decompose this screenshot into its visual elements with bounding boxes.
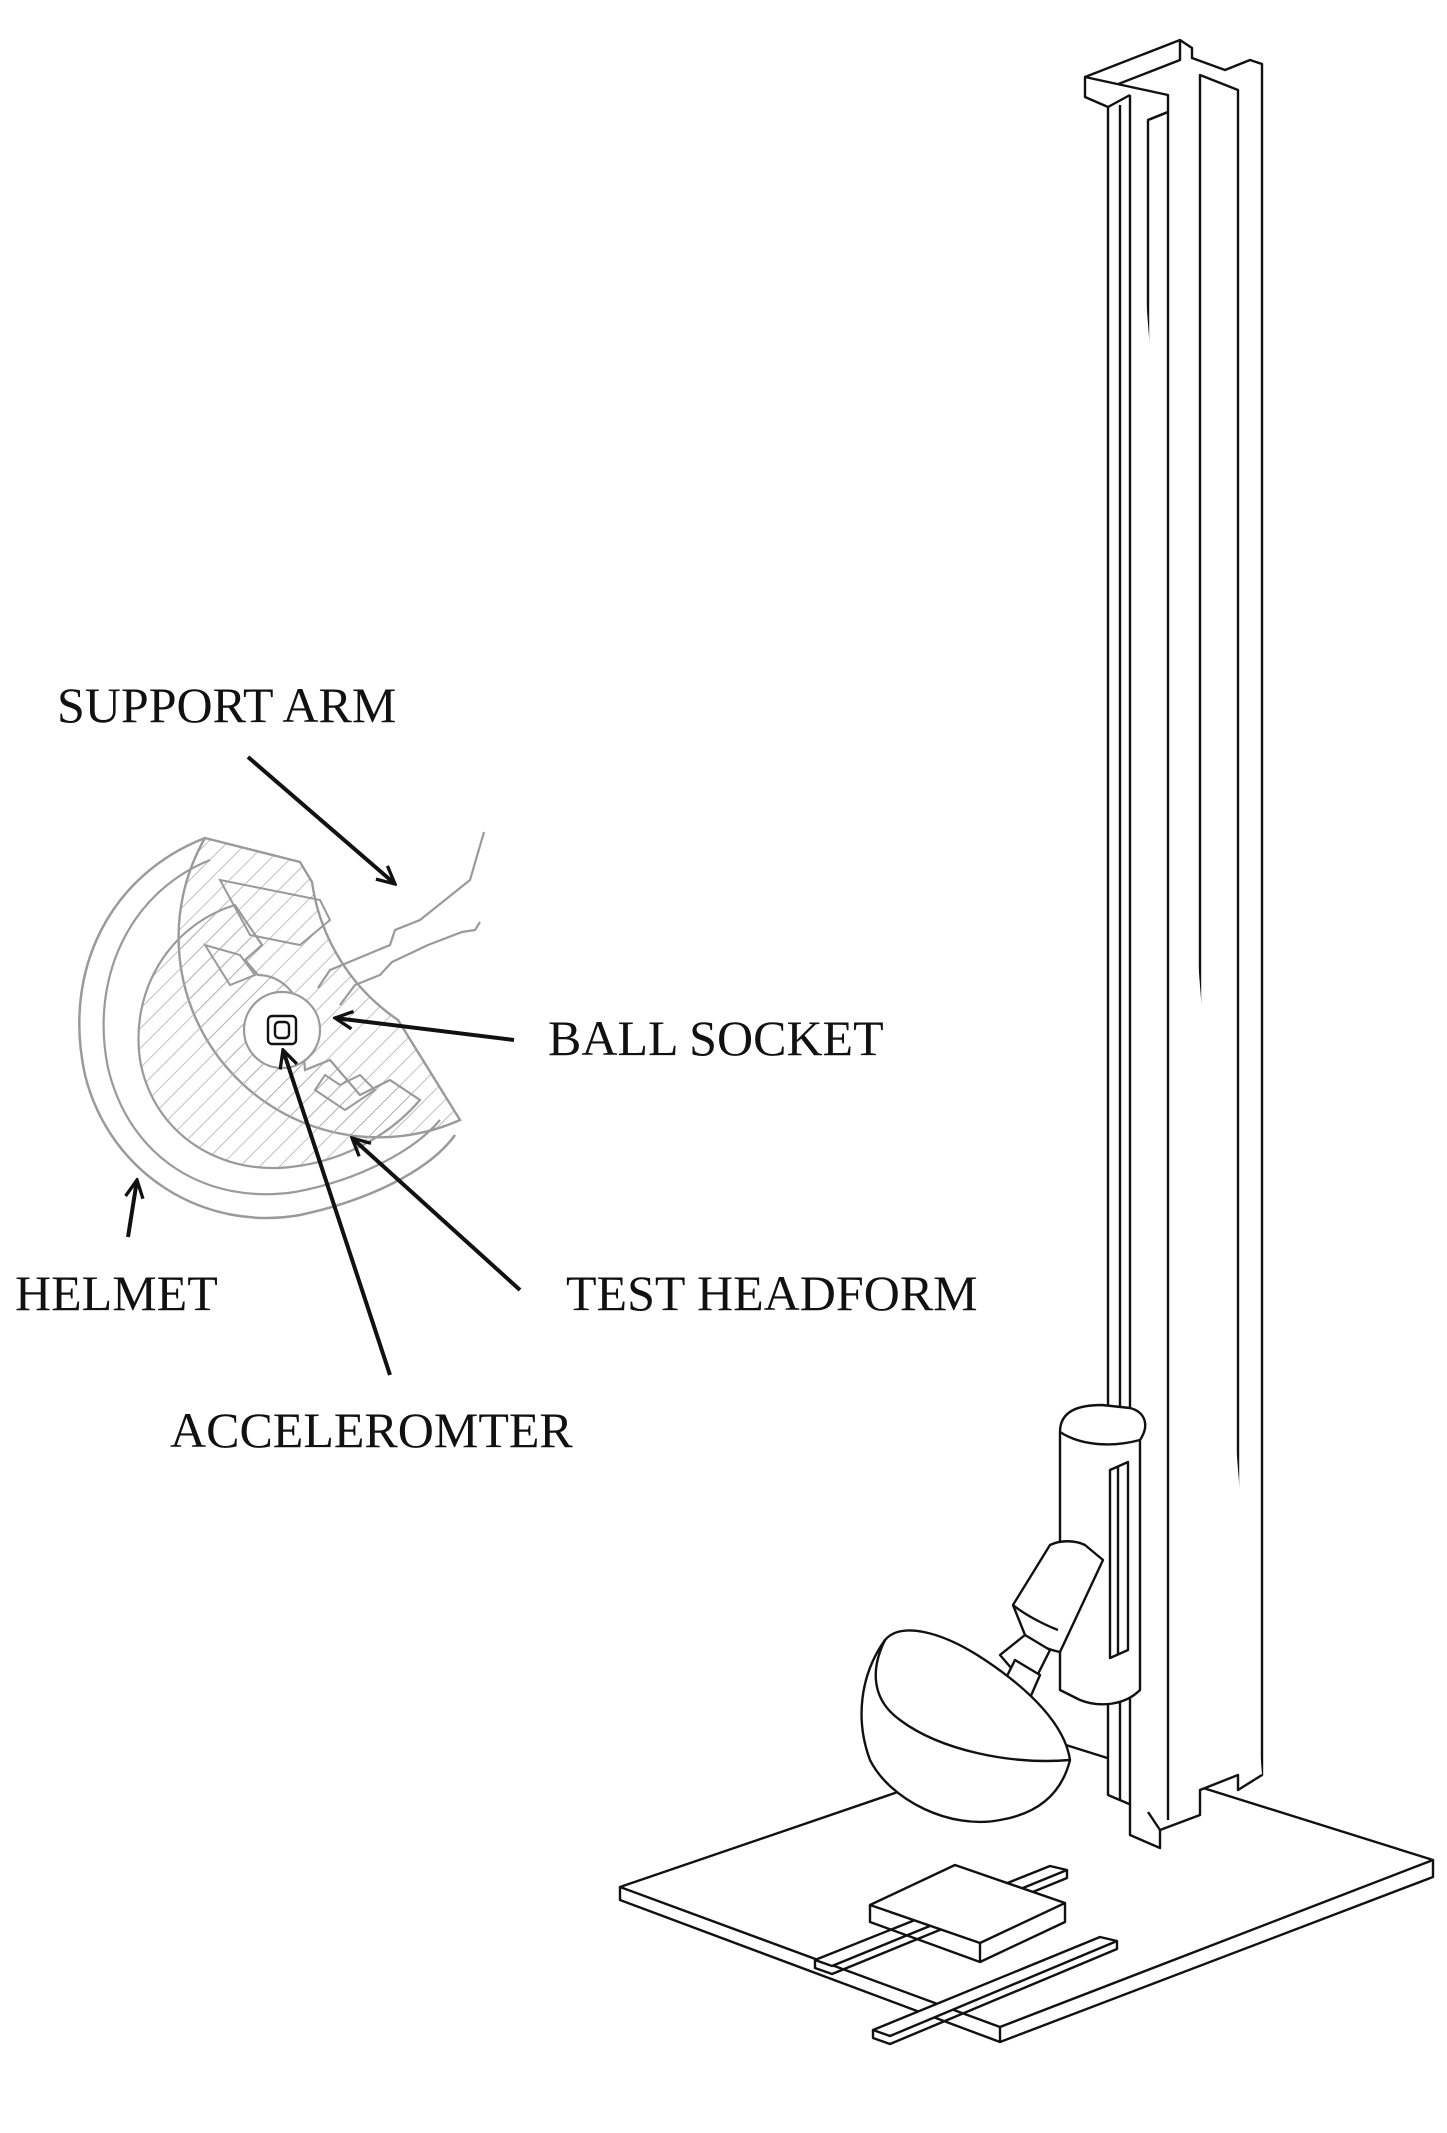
support-arm-label: SUPPORT ARM (57, 677, 397, 733)
accelerometer-label: ACCELEROMTER (170, 1402, 573, 1458)
ball-socket-label: BALL SOCKET (548, 1010, 884, 1066)
support-arm (317, 831, 486, 989)
drop-carriage (1058, 1403, 1147, 1706)
test-rig (618, 38, 1435, 2046)
headform-hemisphere (860, 1629, 1072, 1824)
ball-socket-arrow (335, 1018, 515, 1042)
accelerometer (266, 1014, 298, 1046)
rig-support-arm (998, 1540, 1105, 1700)
test-headform-label: TEST HEADFORM (566, 1265, 978, 1321)
helmet-label: HELMET (15, 1265, 218, 1321)
cross-section-detail (78, 831, 486, 1220)
test-headform-arrow (352, 1138, 522, 1292)
guide-column (1083, 38, 1264, 1850)
support-arm-arrow (246, 755, 395, 884)
helmet-arrow (128, 1180, 137, 1238)
leader-arrows (128, 755, 522, 1376)
anvil-block (868, 1863, 1067, 1964)
accelerometer-arrow (283, 1050, 392, 1376)
